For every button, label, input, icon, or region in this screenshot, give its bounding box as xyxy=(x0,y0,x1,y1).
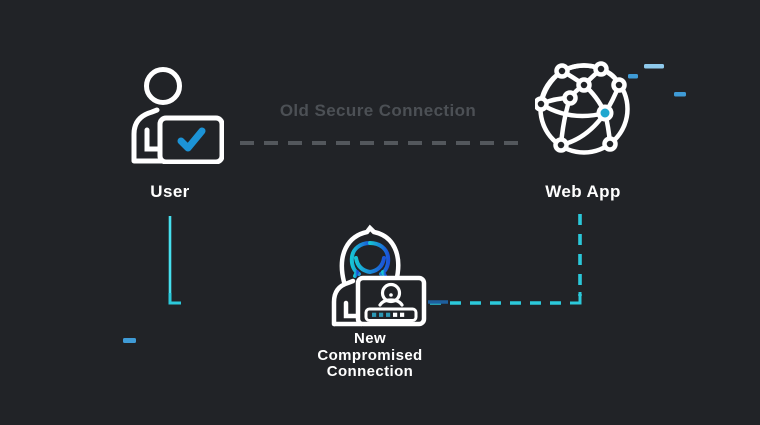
active-node-dot xyxy=(596,104,614,122)
new-connection-label-line2: Compromised xyxy=(317,346,423,364)
new-connection-left-corner xyxy=(168,293,181,305)
check-icon xyxy=(177,127,206,152)
new-connection-label-line3: Connection xyxy=(326,363,414,380)
hood-outline xyxy=(339,224,401,285)
network-globe-icon xyxy=(535,61,630,155)
speed-streaks-top-right xyxy=(628,64,688,97)
new-connection-right-corner xyxy=(570,292,582,305)
user-at-laptop-icon xyxy=(131,67,224,164)
web-app-label: Web App xyxy=(545,182,621,201)
speed-streaks-bottom-left xyxy=(74,338,156,355)
stolen-account-icon xyxy=(378,282,404,307)
new-connection-label: New Compromised Connection xyxy=(292,330,448,381)
password-field-icon xyxy=(364,307,418,322)
user-label: User xyxy=(150,182,190,201)
old-connection-label: Old Secure Connection xyxy=(279,101,477,120)
hooded-hacker-laptop-icon xyxy=(331,224,427,327)
new-connection-label-line1: New xyxy=(353,330,387,347)
hacker-face xyxy=(349,241,391,278)
